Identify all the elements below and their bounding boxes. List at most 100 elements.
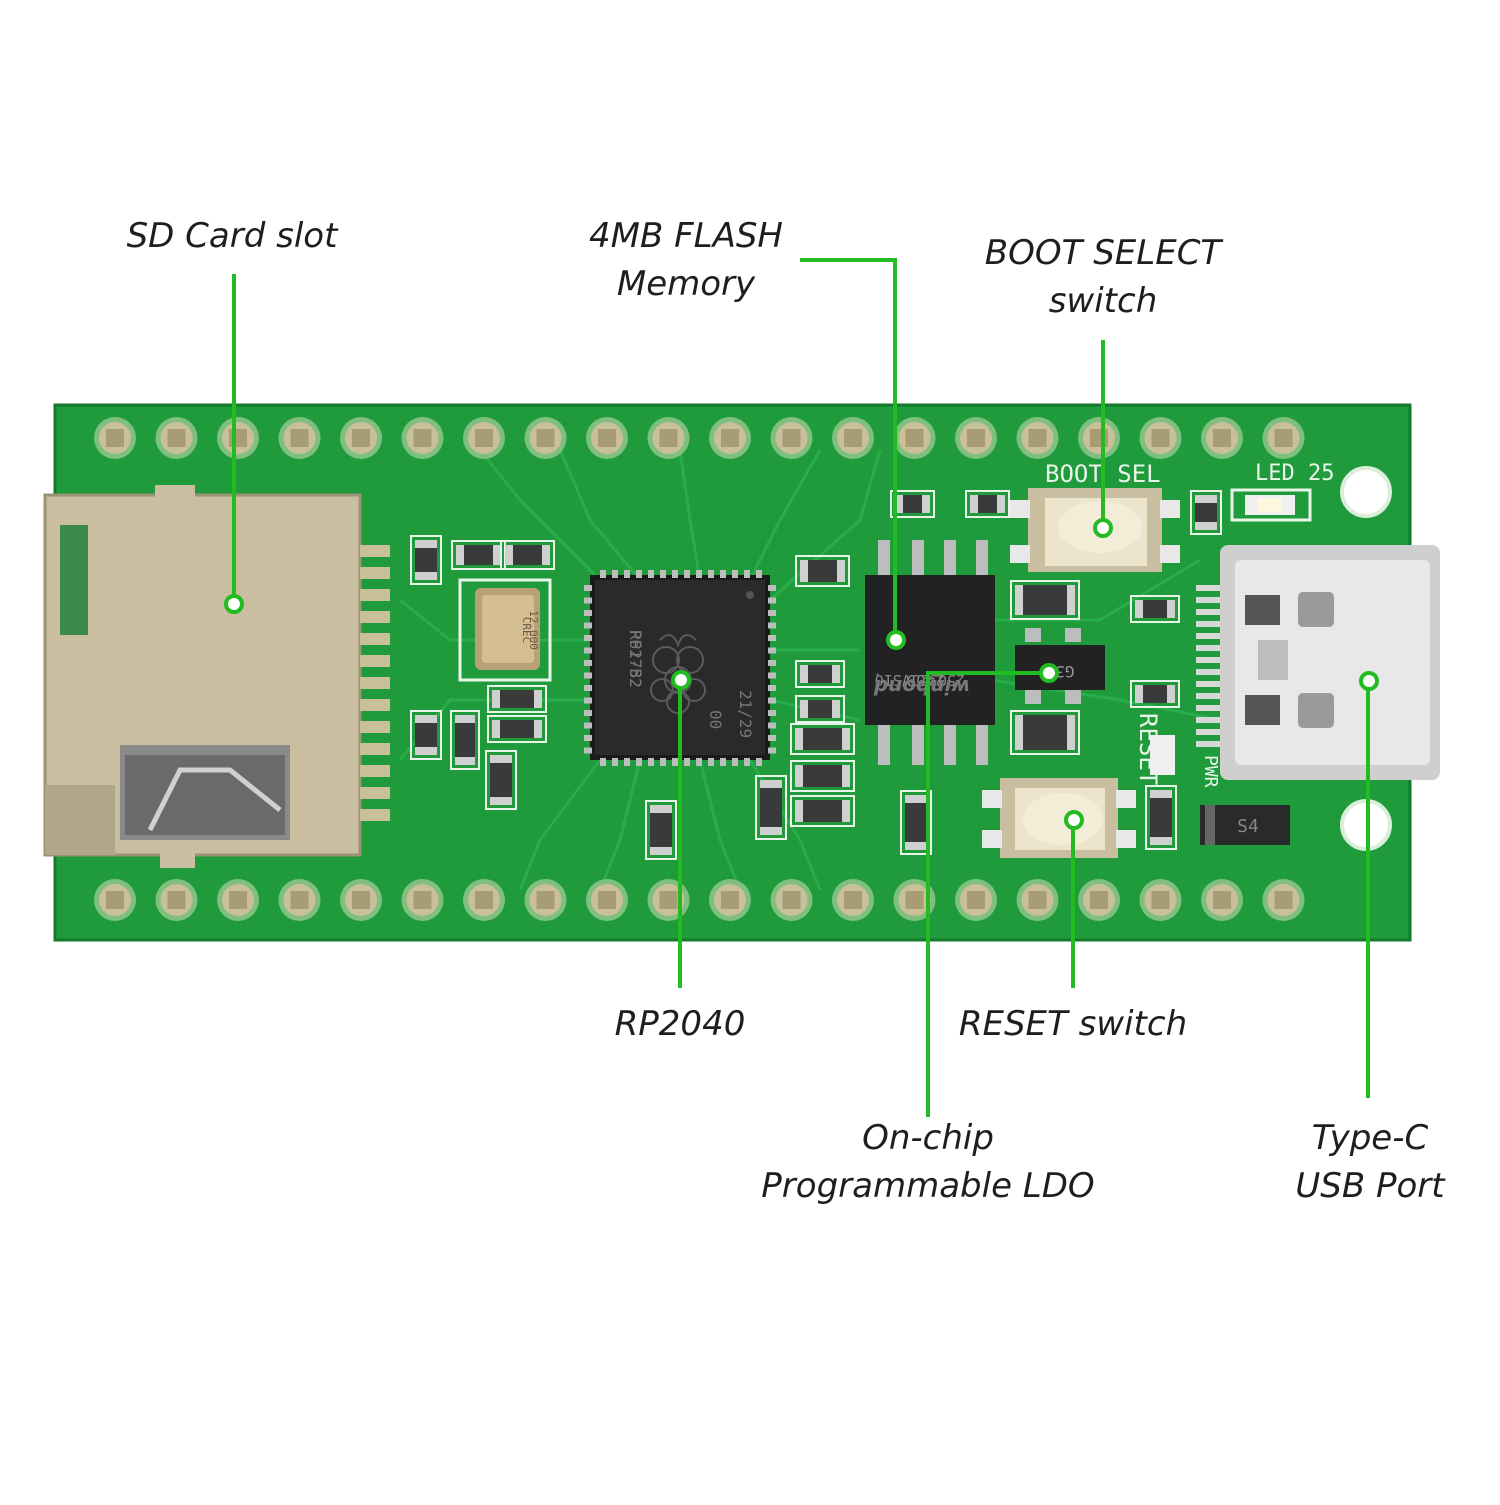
header-pin [1201,417,1243,459]
ldo-label-line1: On-chip [862,1118,994,1158]
diode-label: S4 [1237,816,1259,837]
ldo-label-line2: Programmable LDO [761,1166,1095,1206]
header-pin [832,417,874,459]
mcu-pins [584,570,776,766]
mcu-marking-4: 00 [706,710,725,729]
header-pin [463,879,505,921]
flash-label-line2: Memory [616,264,756,304]
crystal-frequency-label: 12.000 [527,610,540,650]
header-pin [278,879,321,921]
sd-card-callout: SD Card slot [82,212,382,260]
rp2040-label: RP2040 [614,1004,746,1044]
boot-label-line1: BOOT SELECT [984,233,1222,273]
sd-card-slot [43,485,362,868]
header-pin [1016,879,1059,921]
flash-label-line1: 4MB FLASH [588,216,783,256]
header-pin [524,879,567,921]
header-pin [1016,417,1059,459]
ldo-callout: On-chip Programmable LDO [738,1114,1118,1210]
sd-contact-pads [360,545,390,821]
header-pin [647,417,690,459]
usb-dot [1359,671,1379,691]
smd-part [790,723,855,755]
smd-part [890,490,935,518]
header-pin [1078,417,1120,459]
smd-part [900,790,932,855]
rp2040-dot [671,670,691,690]
reset-dot [1064,810,1084,830]
flash-marking-1: 2409 [906,671,945,690]
smd-part [755,775,787,840]
header-pin [94,879,136,921]
header-pin [340,417,382,459]
header-pin [647,879,690,921]
header-pin [1078,879,1120,921]
smd-part [965,490,1010,518]
crystal-oscillator: CREC 12.000 [458,578,552,682]
smd-part [1190,490,1222,535]
smd-part [795,660,845,688]
smd-part [1010,580,1080,620]
header-pin [1139,879,1182,921]
smd-part [451,540,506,570]
smd-part [790,795,855,827]
header-pins-bottom [94,879,1305,921]
smd-part [487,715,547,743]
header-pin [217,417,259,459]
boot-dot [1093,518,1113,538]
ldo-dot [1039,663,1059,683]
reset-callout: RESET switch [933,1000,1213,1048]
led-25 [1230,488,1312,522]
sd-card-dot [224,594,244,614]
header-pin [340,879,382,921]
mcu-marking-1: RP2-B2 [626,630,645,688]
power-led [1150,735,1175,775]
led-silkscreen: LED 25 [1255,461,1334,486]
smd-part [410,535,442,585]
mounting-hole [1340,466,1392,518]
smd-part [410,710,442,760]
crystal-brand-label: CREC [520,617,533,644]
smd-part [645,800,677,860]
header-pin [94,417,136,459]
header-pin [770,417,813,459]
usb-label-line2: USB Port [1295,1166,1445,1206]
flash-callout: 4MB FLASH Memory [536,212,836,308]
smd-part [1130,680,1180,708]
pwr-silkscreen: PWR [1200,755,1221,788]
smd-part [450,710,480,770]
header-pin [1201,879,1243,921]
header-pin [524,417,567,459]
smd-part [1130,595,1180,623]
header-pin [893,879,936,921]
usb-label-line1: Type-C [1311,1118,1429,1158]
usb-callout: Type-C USB Port [1260,1114,1480,1210]
reset-button [982,778,1136,858]
smd-components [410,490,1222,860]
header-pins-top [94,417,1305,459]
smd-part [1145,785,1177,850]
header-pin [955,879,997,921]
flash-brand-label: winbond [873,675,970,699]
flash-leader-line [800,258,897,640]
header-pin [463,417,505,459]
header-pin [709,879,751,921]
header-pin [1262,417,1305,459]
smd-part [500,540,555,570]
rp2040-callout: RP2040 [580,1000,780,1048]
boot-callout: BOOT SELECT switch [943,229,1263,325]
smd-part [487,685,547,713]
usb-pins [1196,585,1226,747]
smd-part [1010,710,1080,755]
smd-part [485,750,517,810]
flash-dot [886,630,906,650]
header-pin [401,417,444,459]
sd-card-label: SD Card slot [126,216,338,256]
smd-part [795,695,845,723]
header-pin [586,879,628,921]
header-pin [832,879,874,921]
smd-part [795,555,850,587]
header-pin [155,417,198,459]
